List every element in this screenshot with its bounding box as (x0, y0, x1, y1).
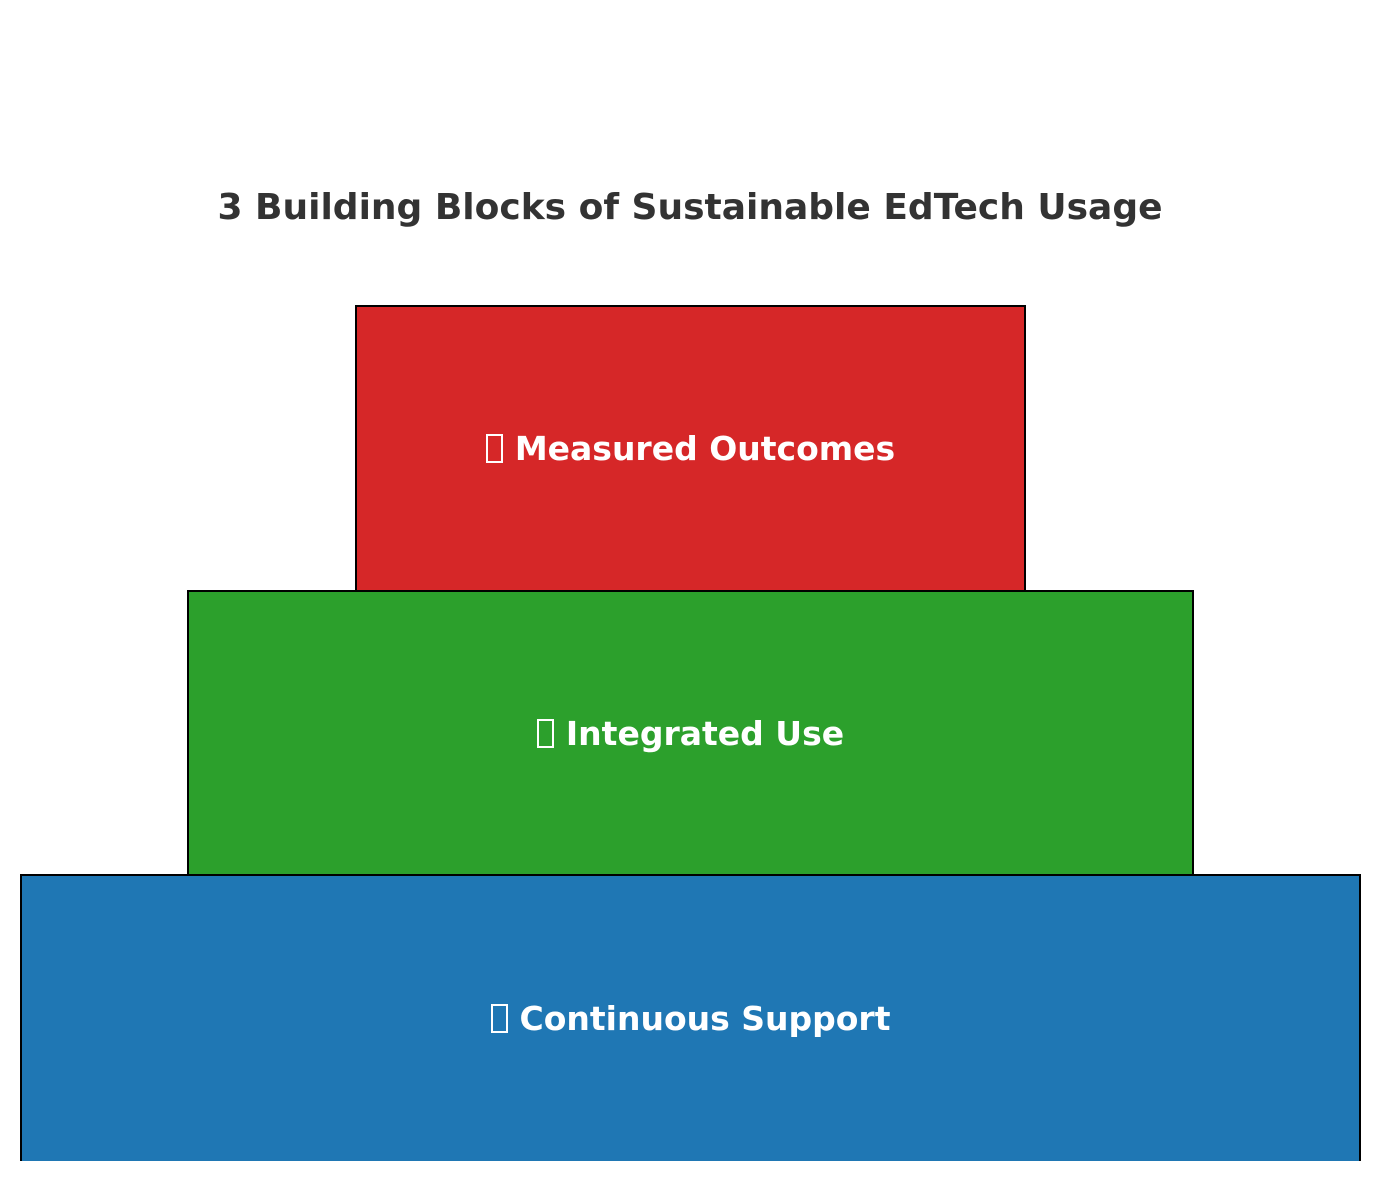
missing-glyph-icon (536, 719, 554, 748)
block-label-text: Measured Outcomes (514, 429, 896, 468)
block-label-text: Integrated Use (565, 714, 845, 753)
block-label: Measured Outcomes (485, 429, 896, 468)
missing-glyph-icon (490, 1004, 508, 1033)
block-integrated-use: Integrated Use (187, 590, 1194, 877)
block-label: Integrated Use (536, 714, 845, 753)
block-label-text: Continuous Support (519, 999, 891, 1038)
block-continuous-support: Continuous Support (20, 874, 1361, 1161)
missing-glyph-icon (485, 434, 503, 463)
block-measured-outcomes: Measured Outcomes (355, 305, 1026, 592)
diagram-title: 3 Building Blocks of Sustainable EdTech … (217, 187, 1163, 228)
block-label: Continuous Support (490, 999, 891, 1038)
